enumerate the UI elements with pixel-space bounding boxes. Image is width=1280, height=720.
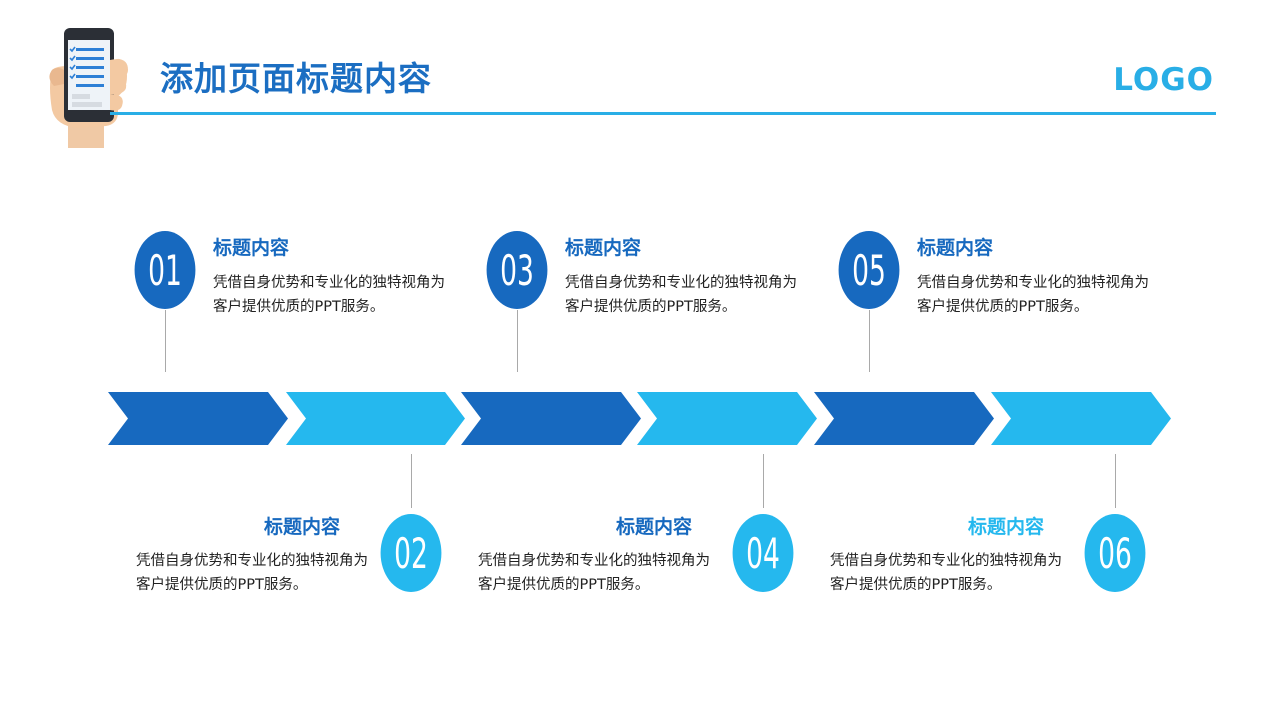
step-01-desc: 凭借自身优势和专业化的独特视角为客户提供优质的PPT服务。: [213, 275, 445, 315]
connector-01: [165, 310, 166, 372]
step-06-desc: 凭借自身优势和专业化的独特视角为客户提供优质的PPT服务。: [830, 553, 1062, 593]
step-03-badge: 03: [486, 231, 548, 309]
step-05-title: 标题内容: [917, 237, 994, 259]
step-03-desc: 凭借自身优势和专业化的独特视角为客户提供优质的PPT服务。: [565, 275, 797, 315]
connector-03: [517, 310, 518, 372]
step-05-badge: 05: [838, 231, 900, 309]
chevron-4: [637, 392, 817, 445]
step-05-desc: 凭借自身优势和专业化的独特视角为客户提供优质的PPT服务。: [917, 275, 1149, 315]
step-01-badge: 01: [134, 231, 196, 309]
step-04-title: 标题内容: [616, 516, 693, 538]
page-title: 添加页面标题内容: [160, 59, 432, 98]
step-06-title: 标题内容: [968, 516, 1045, 538]
connector-02: [411, 454, 412, 508]
step-02-title: 标题内容: [264, 516, 341, 538]
chevron-3: [461, 392, 641, 445]
chevron-5: [814, 392, 994, 445]
chevron-6: [991, 392, 1171, 445]
step-06-badge: 06: [1084, 514, 1146, 592]
chevron-2: [286, 392, 465, 445]
connector-05: [869, 310, 870, 372]
header-divider: [110, 112, 1216, 115]
step-03-title: 标题内容: [565, 237, 642, 259]
connector-04: [763, 454, 764, 508]
phone-in-hand-icon: [49, 28, 128, 148]
step-02-badge: 02: [380, 514, 442, 592]
connector-06: [1115, 454, 1116, 508]
chevron-1: [108, 392, 288, 445]
logo: LOGO: [1113, 62, 1214, 98]
step-02-desc: 凭借自身优势和专业化的独特视角为客户提供优质的PPT服务。: [136, 553, 368, 593]
chevron-timeline: [108, 392, 1171, 445]
step-01-title: 标题内容: [213, 237, 290, 259]
step-04-desc: 凭借自身优势和专业化的独特视角为客户提供优质的PPT服务。: [478, 553, 710, 593]
step-04-badge: 04: [732, 514, 794, 592]
